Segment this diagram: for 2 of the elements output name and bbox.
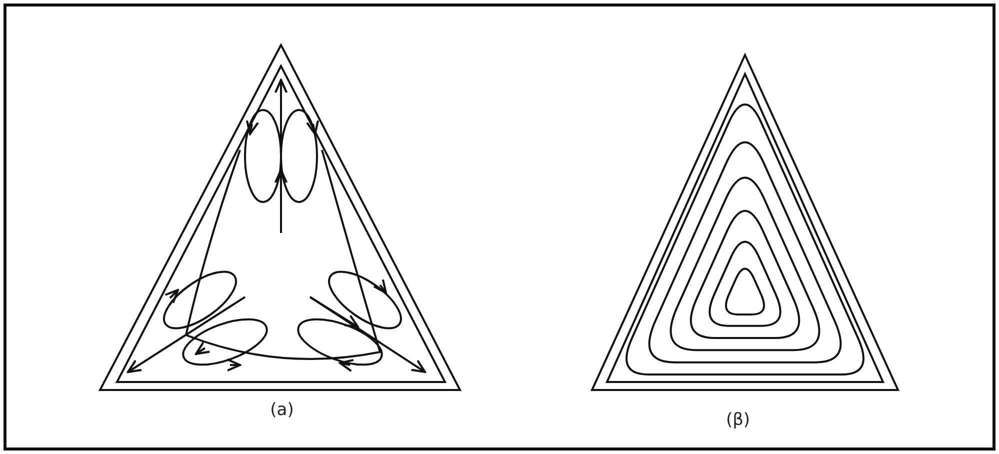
panel-label: (a) [270,400,294,420]
panel-label: (β) [726,410,750,430]
